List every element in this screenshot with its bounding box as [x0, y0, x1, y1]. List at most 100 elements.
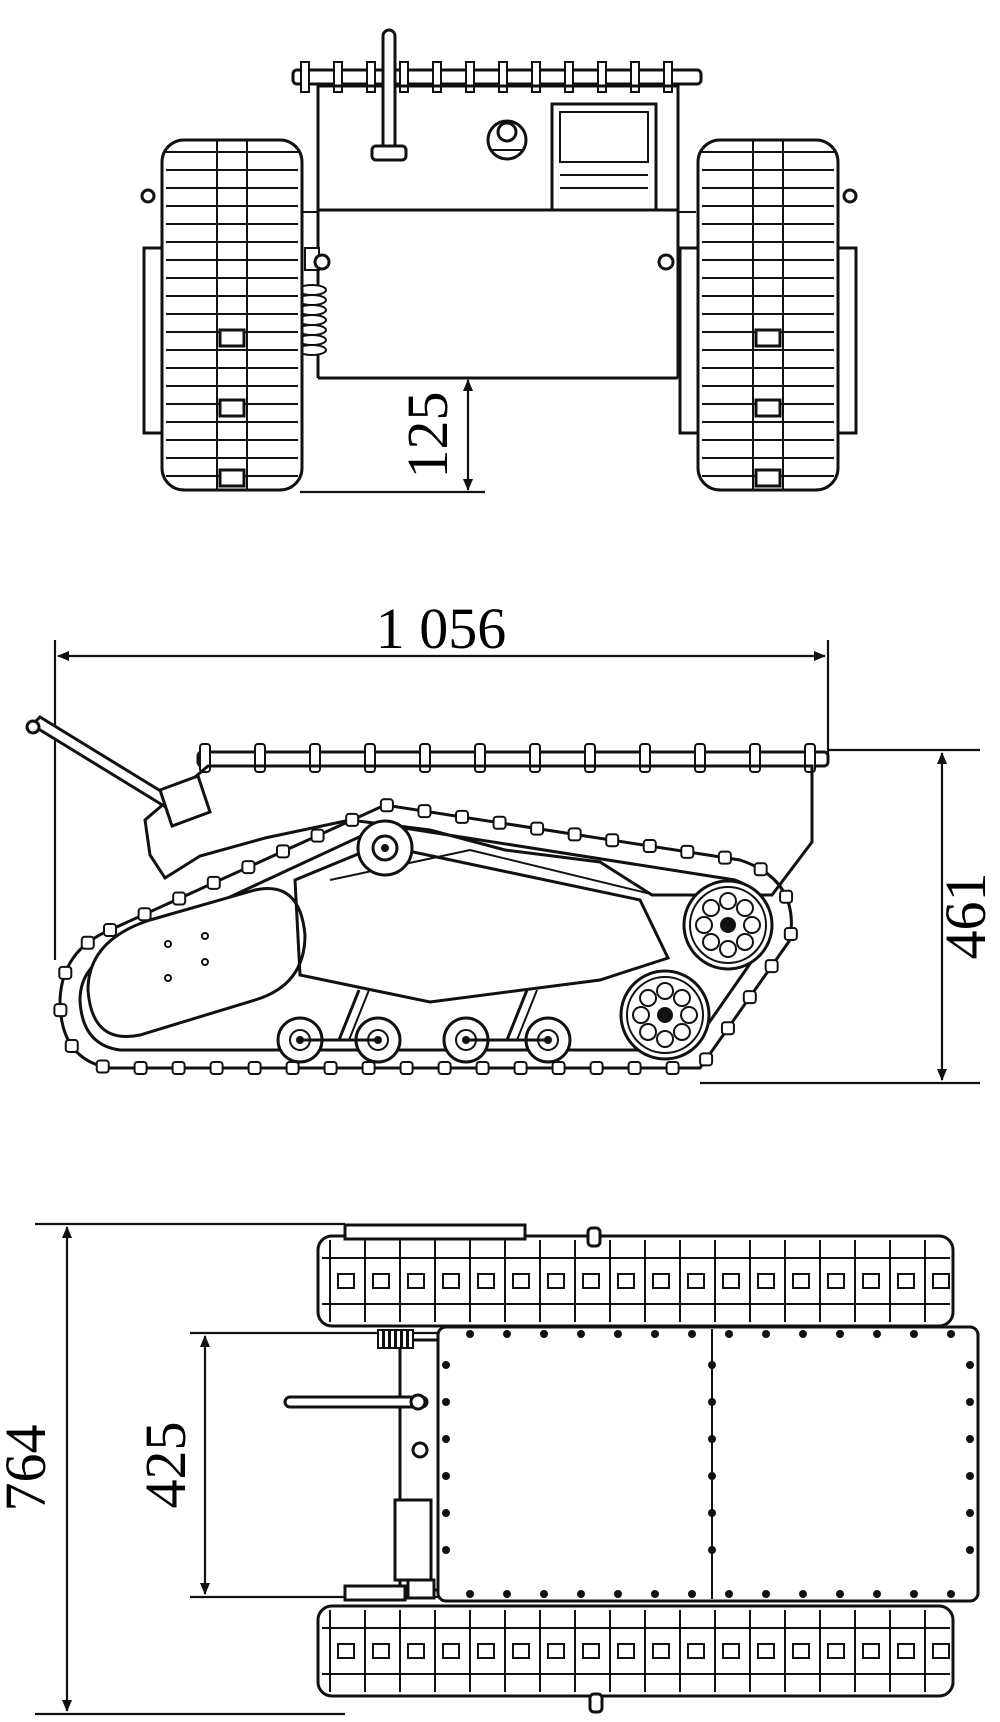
track-link: [372, 1273, 390, 1289]
track-side-plate: [142, 246, 164, 435]
side-front-drive-wheel-lower: [619, 969, 711, 1061]
side-rear-pod: [86, 887, 307, 1038]
plate-bolt: [614, 1330, 622, 1338]
rail-stud: [309, 743, 321, 773]
track-link: [652, 1643, 670, 1659]
plate-bolt: [708, 1509, 716, 1517]
plate-bolt: [708, 1398, 716, 1406]
track-tooth: [171, 1061, 186, 1075]
plate-bolt: [873, 1590, 881, 1598]
wheel-hole: [680, 1006, 698, 1024]
track-link: [617, 1273, 635, 1289]
track-link: [477, 1273, 495, 1289]
top-upper-track: [316, 1234, 955, 1328]
track-link: [862, 1643, 880, 1659]
plate-bolt: [836, 1330, 844, 1338]
wheel-hole: [672, 1022, 691, 1041]
side-height-dimension: 461: [700, 748, 998, 1085]
track-tooth: [513, 1061, 528, 1075]
track-tooth: [753, 862, 768, 877]
track-link: [652, 1273, 670, 1289]
track-tooth: [133, 1061, 148, 1075]
body-width-value-label: 425: [133, 1422, 198, 1509]
track-link: [477, 1643, 495, 1659]
plate-bolt: [966, 1361, 974, 1369]
track-link: [897, 1643, 915, 1659]
front-module-box: [550, 102, 658, 212]
height-value-label: 461: [933, 873, 998, 960]
track-link: [792, 1643, 810, 1659]
bogie-strut: [337, 989, 361, 1041]
track-link: [547, 1643, 565, 1659]
plate-bolt: [910, 1330, 918, 1338]
rail-stud: [399, 61, 409, 93]
track-tooth: [437, 1061, 452, 1075]
side-hull: [143, 764, 814, 897]
plate-bolt: [466, 1590, 474, 1598]
wheel-hole: [719, 892, 737, 910]
plate-bolt: [799, 1590, 807, 1598]
track-link: [757, 1273, 775, 1289]
plate-bolt: [577, 1330, 585, 1338]
track-tooth: [53, 1003, 68, 1018]
track-tooth: [455, 809, 470, 824]
track-link: [442, 1273, 460, 1289]
track-link: [754, 398, 782, 418]
rail-stud: [529, 743, 541, 773]
side-frame: [293, 843, 671, 1004]
plate-bolt: [540, 1330, 548, 1338]
top-spring: [377, 1329, 414, 1349]
track-tooth: [209, 1061, 224, 1075]
wheel-hole: [639, 989, 658, 1008]
track-link: [337, 1643, 355, 1659]
track-tooth: [642, 839, 657, 854]
track-side-plate: [678, 246, 700, 435]
track-link: [687, 1273, 705, 1289]
side-track-teeth: [53, 798, 798, 1075]
side-bogie-wheels: [276, 989, 572, 1064]
wheel-hole: [702, 899, 721, 918]
top-body-plate: [436, 1325, 980, 1603]
track-link: [722, 1273, 740, 1289]
track-tooth: [742, 990, 757, 1005]
rail-stud: [663, 61, 673, 93]
plate-bolt: [708, 1546, 716, 1554]
front-view: 125: [140, 28, 858, 494]
track-link: [754, 328, 782, 348]
track-link: [407, 1643, 425, 1659]
track-link: [218, 398, 246, 418]
bogie-strut: [505, 989, 529, 1041]
rail-stud: [639, 743, 651, 773]
rail-stud: [630, 61, 640, 93]
track-tooth: [492, 815, 507, 830]
track-link: [827, 1273, 845, 1289]
track-tooth: [399, 1061, 414, 1075]
track-tooth: [323, 1061, 338, 1075]
top-width-dimension: 764: [0, 1222, 345, 1716]
wheel-hub: [720, 917, 736, 933]
plate-bolt: [708, 1435, 716, 1443]
track-link: [897, 1273, 915, 1289]
top-upper-bracket: [343, 1223, 527, 1241]
rail-stud: [749, 743, 761, 773]
track-tooth: [95, 1059, 110, 1074]
plate-bolt: [651, 1330, 659, 1338]
track-link: [512, 1273, 530, 1289]
front-lower-chassis: [300, 210, 696, 380]
top-lower-clip: [588, 1692, 604, 1714]
plate-bolt: [966, 1509, 974, 1517]
wheel-inner-rim: [626, 976, 704, 1054]
front-camera-knob: [486, 119, 528, 161]
track-link: [218, 468, 246, 488]
rail-stud: [366, 61, 376, 93]
plate-bolt: [442, 1398, 450, 1406]
track-link: [372, 1643, 390, 1659]
plate-bolt: [540, 1590, 548, 1598]
plate-bolt: [442, 1509, 450, 1517]
rail-stud: [333, 61, 343, 93]
front-body: [316, 84, 680, 212]
track-tooth: [137, 907, 152, 922]
front-clearance-dimension: 125: [300, 376, 485, 494]
top-upper-clip: [586, 1226, 602, 1248]
